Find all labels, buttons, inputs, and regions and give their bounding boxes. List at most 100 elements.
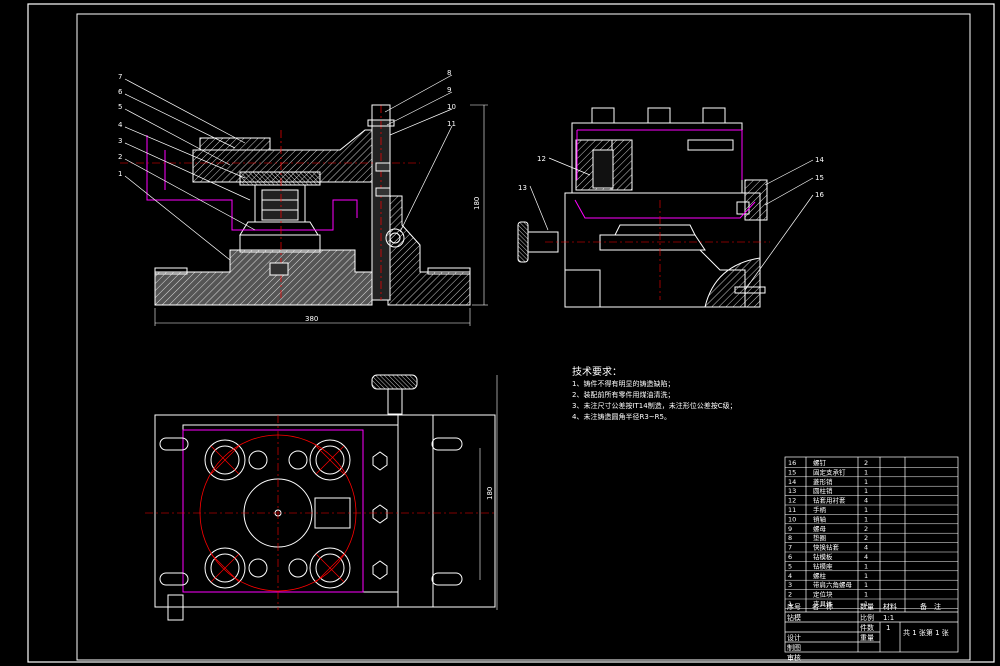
tech-requirements: 技术要求： 1、铸件不得有明显的铸造缺陷； 2、装配前所有零件用煤油清洗； 3、… — [572, 365, 737, 421]
bom-cell-name: 销轴 — [813, 514, 827, 523]
callout-number: 8 — [447, 69, 451, 77]
callout-number: 11 — [447, 120, 456, 128]
side-view — [517, 107, 770, 308]
callout-number: 9 — [447, 86, 451, 94]
callout-number: 14 — [815, 156, 824, 164]
callout-number: 12 — [537, 155, 546, 163]
callout-number: 10 — [447, 103, 456, 111]
bom-header: 序号 名 称 数量材料 备 注 — [787, 602, 941, 611]
bom-cell-no: 9 — [788, 525, 792, 533]
plan-dimensions — [479, 375, 498, 610]
callout-number: 4 — [118, 121, 123, 129]
bom-cell-name: 钻模座 — [813, 561, 833, 570]
title-block-drawing-name: 钻模 — [787, 613, 801, 622]
title-block-count-value: 1 — [886, 624, 890, 632]
bom-cell-no: 2 — [788, 591, 792, 599]
bom-cell-qty: 1 — [864, 581, 868, 589]
bom-cell-no: 16 — [788, 459, 796, 467]
bom-header-note: 备 注 — [920, 602, 941, 611]
bom-cell-qty: 4 — [864, 497, 868, 505]
bom-cell-name: 螺母 — [813, 524, 827, 533]
bom-cell-name: 夹具体 — [813, 599, 833, 608]
bom-cell-no: 12 — [788, 497, 796, 505]
front-dimensions — [154, 104, 488, 326]
tech-item-2: 2、装配前所有零件用煤油清洗； — [572, 390, 674, 399]
bom-cell-name: 钻模板 — [813, 552, 833, 561]
bom-cell-no: 3 — [788, 581, 792, 589]
bom-cell-no: 11 — [788, 506, 796, 514]
callout-number: 15 — [815, 174, 824, 182]
tech-title: 技术要求： — [572, 365, 622, 378]
bom-cell-no: 10 — [788, 515, 796, 523]
bom-cell-qty: 1 — [864, 591, 868, 599]
callout-number: 5 — [118, 103, 122, 111]
bom-cell-qty: 2 — [864, 534, 868, 542]
bom-cell-name: 菱形销 — [813, 477, 833, 486]
bom-cell-qty: 1 — [864, 487, 868, 495]
bom-cell-name: 快换钻套 — [813, 543, 840, 552]
bom-cell-qty: 1 — [864, 506, 868, 514]
bom-cell-qty: 4 — [864, 544, 868, 552]
tech-item-3: 3、未注尺寸公差按IT14制造，未注形位公差按C级； — [572, 401, 737, 410]
bom-cell-name: 圆柱销 — [813, 486, 833, 495]
title-block-design: 设计 — [787, 633, 801, 642]
callout-number: 2 — [118, 153, 122, 161]
bom-header-name: 名 称 — [812, 602, 833, 611]
bom-cell-name: 钻套用衬套 — [813, 496, 846, 505]
bom-header-no: 序号 — [787, 602, 801, 611]
title-block-sheet: 共 1 张第 1 张 — [903, 628, 949, 637]
bom-cell-name: 垫圈 — [813, 533, 826, 542]
callout-number: 13 — [518, 184, 527, 192]
bom-cell-name: 带肩六角螺母 — [813, 580, 853, 589]
callout-number: 7 — [118, 73, 122, 81]
bom-cell-no: 5 — [788, 562, 792, 570]
callout-number: 16 — [815, 191, 824, 199]
title-block-count-label: 件数 — [860, 623, 874, 632]
side-leaders — [529, 157, 814, 291]
bom-cell-qty: 1 — [864, 515, 868, 523]
bom-header-qty: 数量 — [860, 602, 874, 611]
dim-height-text: 180 — [473, 197, 481, 210]
title-block-weight: 重量 — [860, 634, 874, 642]
title-block-scale-value: 1:1 — [883, 614, 894, 622]
bom-cell-qty: 4 — [864, 553, 868, 561]
bom-cell-qty: 1 — [864, 478, 868, 486]
bom-table-grid — [784, 456, 959, 653]
bom-cell-no: 6 — [788, 553, 792, 561]
outer-border — [27, 3, 995, 663]
bom-cell-qty: 1 — [864, 468, 868, 476]
callout-number: 1 — [118, 170, 122, 178]
plan-view — [145, 374, 496, 621]
callout-number: 6 — [118, 88, 123, 96]
title-block-scale-label: 比例 — [860, 613, 874, 622]
dim-width-text: 380 — [305, 315, 318, 323]
bom-cell-qty: 1 — [864, 572, 868, 580]
inner-border — [76, 13, 971, 661]
bom-cell-no: 13 — [788, 487, 796, 495]
title-block-check: 审核 — [787, 653, 801, 662]
bom-cell-name: 固定支承钉 — [813, 467, 846, 476]
bom-cell-no: 14 — [788, 478, 796, 486]
bom-cell-qty: 2 — [864, 459, 868, 467]
front-leaders — [124, 74, 453, 261]
tech-item-4: 4、未注铸造圆角半径R3~R5。 — [572, 412, 671, 421]
bom-cell-qty: 2 — [864, 525, 868, 533]
bom-cell-no: 15 — [788, 468, 796, 476]
bom-cell-no: 7 — [788, 544, 792, 552]
bom-cell-no: 4 — [788, 572, 792, 580]
bom-cell-name: 手柄 — [813, 505, 827, 514]
front-section-view — [120, 104, 471, 306]
bom-cell-name: 螺柱 — [813, 571, 827, 580]
callouts: 7 6 5 4 3 2 1 8 9 10 11 12 13 14 15 16 — [118, 69, 824, 199]
bom-cell-no: 1 — [788, 600, 792, 608]
tech-item-1: 1、铸件不得有明显的铸造缺陷； — [572, 379, 674, 388]
title-block-draw: 制图 — [787, 643, 801, 652]
bom-cell-qty: 1 — [864, 562, 868, 570]
bom-cell-name: 螺钉 — [813, 458, 827, 467]
bom-cell-qty: 1 — [864, 600, 868, 608]
title-block: 钻模 比例 1:1 件数 1 共 1 张第 1 张 设计 制图 审核 重量 — [787, 613, 949, 662]
bom-header-mat: 材料 — [883, 602, 897, 611]
bom-cell-no: 8 — [788, 534, 792, 542]
callout-number: 3 — [118, 137, 122, 145]
